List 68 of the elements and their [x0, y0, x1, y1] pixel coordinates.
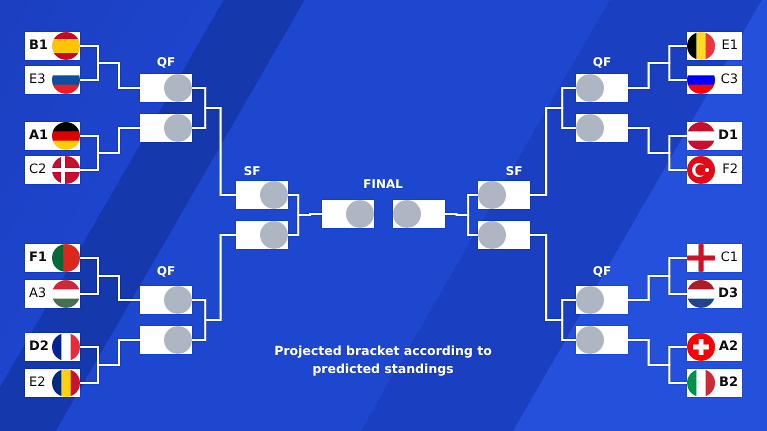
bracket-line [80, 275, 140, 301]
bracket-line [80, 339, 140, 384]
bracket-line [80, 127, 140, 171]
bracket-line [628, 339, 687, 384]
empty-slot [236, 181, 288, 209]
team-slot [687, 280, 742, 308]
round-label: QF [156, 55, 176, 69]
round-label: FINAL [363, 177, 403, 191]
seed-label: F2 [722, 161, 738, 179]
round-label: SF [506, 164, 522, 178]
empty-slot [140, 286, 192, 314]
empty-slot [393, 200, 445, 228]
empty-slot [140, 74, 192, 102]
team-slot [25, 333, 80, 361]
team-slot [25, 369, 80, 397]
seed-label: D1 [718, 127, 738, 145]
bracket-line [628, 62, 687, 89]
team-slot [25, 156, 80, 184]
seed-label: A2 [718, 338, 738, 356]
seed-label: C1 [720, 249, 738, 267]
team-slot [687, 122, 742, 150]
bracket-line [530, 234, 576, 341]
team-slot [25, 66, 80, 94]
bracket-line [530, 107, 576, 196]
seed-label: A3 [29, 285, 46, 303]
bracket-line [445, 213, 478, 236]
empty-slot [576, 286, 628, 314]
team-slot [687, 66, 742, 94]
empty-slot [576, 74, 628, 102]
round-label: QF [592, 55, 612, 69]
team-slot [25, 122, 80, 150]
empty-slot [140, 326, 192, 354]
team-slot [687, 333, 742, 361]
bracket-line [192, 234, 236, 341]
caption: Projected bracket according to predicted standings [273, 342, 493, 378]
round-label: SF [244, 164, 260, 178]
seed-label: E1 [722, 37, 738, 55]
seed-label: D2 [29, 338, 49, 356]
team-slot [687, 244, 742, 272]
team-slot [25, 280, 80, 308]
empty-slot [322, 200, 374, 228]
seed-label: E2 [29, 374, 46, 392]
seed-label: B2 [719, 374, 738, 392]
bracket-line [80, 62, 140, 89]
bracket-line [288, 213, 322, 236]
round-label: QF [156, 264, 176, 278]
empty-slot [236, 221, 288, 249]
bracket-line [628, 127, 687, 171]
team-slot [25, 32, 80, 60]
seed-label: F1 [29, 249, 47, 267]
team-slot [687, 156, 742, 184]
round-label: QF [592, 264, 612, 278]
seed-label: C3 [720, 71, 738, 89]
seed-label: C2 [29, 161, 46, 179]
seed-label: B1 [29, 37, 48, 55]
bracket-line [192, 107, 236, 196]
empty-slot [576, 326, 628, 354]
bracket-line [628, 275, 687, 301]
team-slot [687, 32, 742, 60]
seed-label: D3 [718, 285, 738, 303]
empty-slot [478, 181, 530, 209]
empty-slot [478, 221, 530, 249]
team-slot [687, 369, 742, 397]
seed-label: E3 [29, 71, 46, 89]
empty-slot [576, 114, 628, 142]
empty-slot [140, 114, 192, 142]
team-slot [25, 244, 80, 272]
seed-label: A1 [29, 127, 48, 145]
